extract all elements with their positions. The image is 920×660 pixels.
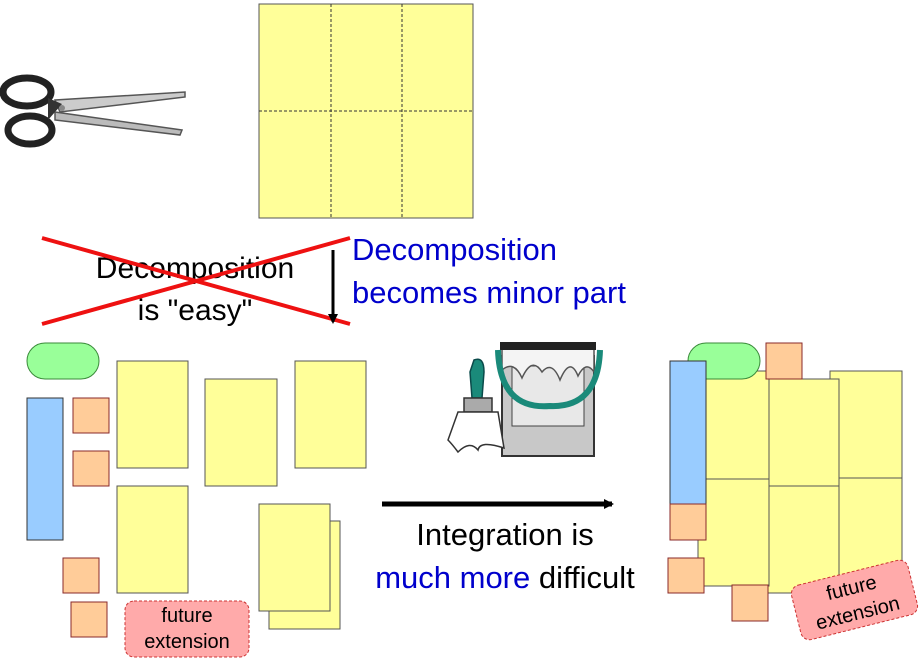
yellow-piece [116, 360, 189, 469]
paint-bucket-icon [495, 342, 603, 457]
pink-block [765, 342, 803, 380]
yellow-piece [697, 370, 770, 480]
crossed-line-2: is "easy" [138, 294, 253, 327]
future-left-line-1: future [161, 605, 212, 627]
integration-line-1: Integration is [416, 517, 594, 552]
integration-line-2: much more difficult [375, 560, 635, 595]
strike-line-2 [41, 236, 351, 326]
future-left-line-2: extension [144, 631, 230, 653]
pink-block [62, 557, 100, 594]
pink-block [731, 584, 769, 622]
blue-line-1: Decomposition [352, 232, 557, 267]
pink-block [669, 503, 707, 541]
integration-rest: difficult [530, 560, 635, 595]
paintbrush-icon [447, 358, 505, 454]
pink-block [72, 397, 110, 434]
yellow-piece [767, 485, 840, 594]
yellow-piece [767, 378, 840, 487]
yellow-piece [204, 378, 278, 487]
integrated-assembly: future extension [667, 342, 919, 641]
integration-emphasis: much more [375, 560, 530, 595]
undivided-square [258, 3, 474, 219]
yellow-piece [116, 485, 189, 594]
pink-block [72, 450, 110, 487]
future-extension-left: future extension [124, 600, 250, 658]
pink-block [70, 601, 108, 638]
yellow-piece [829, 370, 903, 479]
yellow-piece [294, 360, 367, 469]
crossed-out-statement: Decomposition is "easy" [41, 236, 351, 327]
green-pill [26, 342, 100, 380]
yellow-piece [697, 478, 770, 587]
scissors-icon [0, 74, 186, 148]
blue-block [26, 397, 64, 541]
blue-line-2: becomes minor part [352, 275, 626, 310]
yellow-piece [258, 503, 331, 612]
pink-block [667, 557, 705, 594]
blue-block [669, 360, 707, 505]
scattered-pieces: future extension [26, 342, 367, 658]
